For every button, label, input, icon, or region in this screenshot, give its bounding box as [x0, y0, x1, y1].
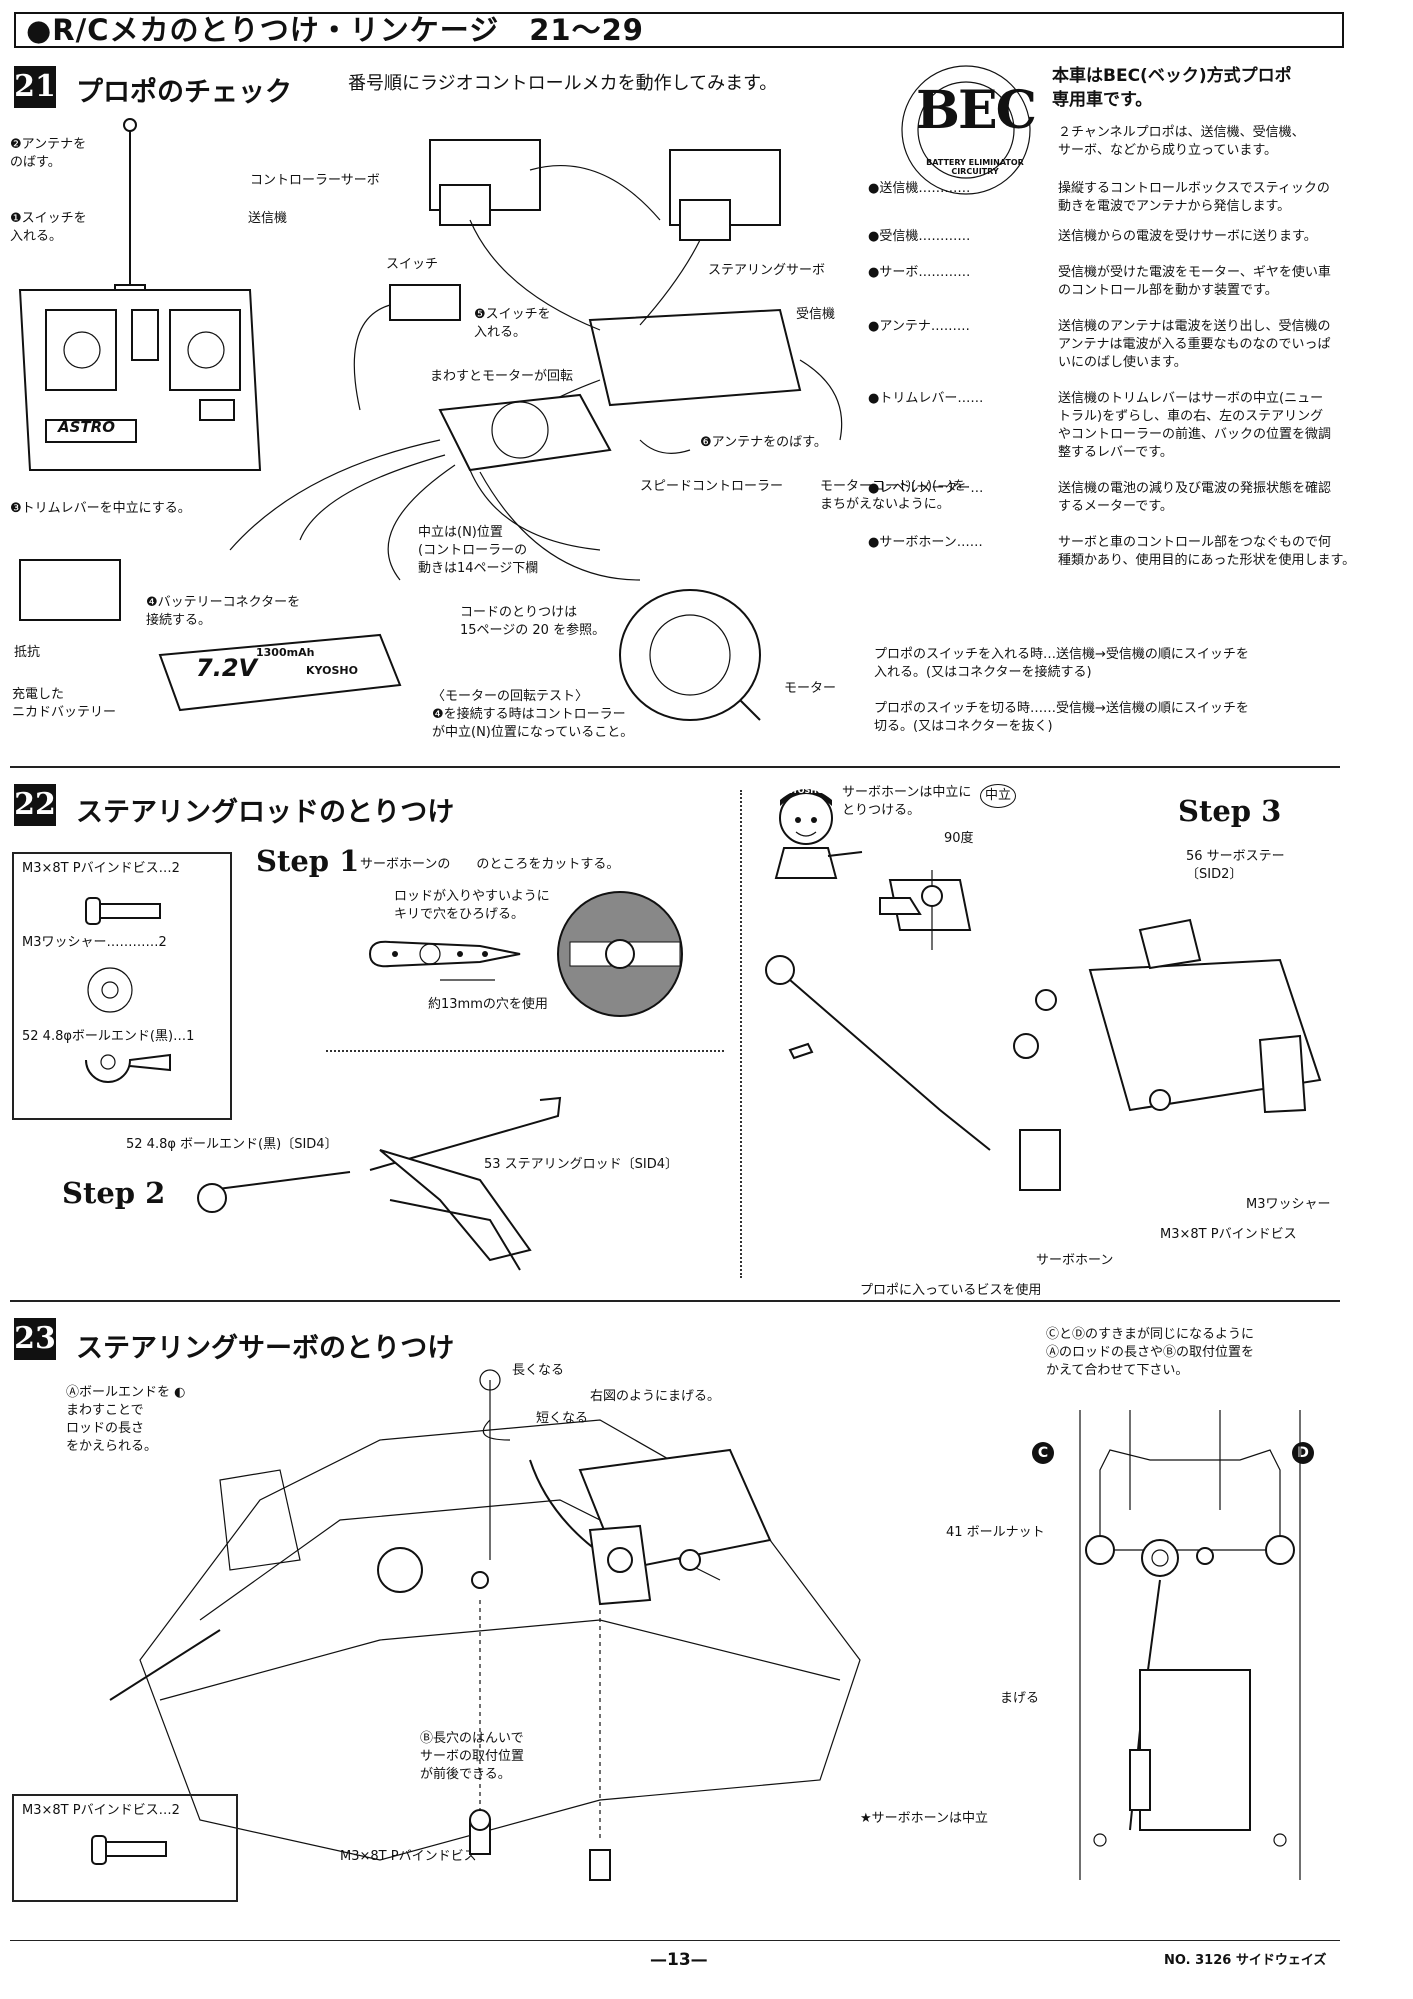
step3-mascot-note: サーボホーンは中立に とりつける。: [842, 785, 972, 818]
step3-horn-label: サーボホーン: [1036, 1253, 1114, 1268]
step3-washer-label: M3ワッシャー: [1246, 1197, 1331, 1212]
sec23-screw-label: M3×8T Pバインドビス: [340, 1849, 477, 1864]
label-switch: スイッチ: [386, 257, 439, 272]
battery-maker: KYOSHO: [306, 664, 358, 677]
mascot-cap-text: KYOSHO: [786, 786, 824, 795]
bec-item: ●受信機………… 送信機からの電波を受けサーボに送ります。: [868, 229, 1317, 244]
bec-desc: ２チャンネルプロポは、送信機、受信機、 サーボ、などから成り立っています。: [1058, 125, 1305, 158]
label-controller-servo: コントローラーサーボ: [250, 173, 380, 188]
step3-screw-label: M3×8T Pバインドビス: [1160, 1227, 1297, 1242]
parts-box-23: [12, 1794, 238, 1902]
marker-d: D: [1292, 1442, 1314, 1464]
step1-hole-note: 約13mmの穴を使用: [428, 997, 548, 1012]
step1-horn-illustration: [368, 891, 683, 1017]
step-divider-dots: [326, 1050, 724, 1052]
divider-22: [10, 1300, 1340, 1302]
bec-item-list: ●送信機………… 操縦するコントロールボックスでスティックの 動きを電波でアンテ…: [868, 180, 1408, 588]
label-battery-connect: ❹バッテリーコネクターを 接続する。: [146, 595, 301, 628]
label-receiver: 受信機: [796, 307, 836, 322]
battery-brand: 7.2V: [196, 654, 258, 682]
chassis-illustration: [109, 1369, 861, 1881]
label-transmitter: 送信機: [248, 211, 288, 226]
step1-label: Step 1: [256, 844, 360, 878]
bec-ring-text: BATTERY ELIMINATOR CIRCUITRY: [926, 158, 1024, 176]
parts-22-illustration: [85, 897, 171, 1083]
section-21-title: プロポのチェック: [76, 77, 292, 108]
vertical-divider-dots: [740, 790, 742, 1278]
bec-item: ●レベルメーター… 送信機の電池の減り及び電波の発振状態を確認 するメーターです…: [868, 481, 1332, 514]
header-title: ●R/Cメカのとりつけ・リンケージ 21～29: [26, 13, 644, 47]
step2-ballend-label: 52 4.8φ ボールエンド(黒)〔SID4〕: [126, 1137, 338, 1152]
switch-on-rule: プロポのスイッチを入れる時…送信機→受信機の順にスイッチを 入れる。(又はコネク…: [874, 647, 1249, 680]
part-label: M3ワッシャー…………2: [22, 935, 167, 950]
bec-logo-text: BEC: [916, 80, 1037, 141]
transmitter-illustration: [18, 118, 262, 471]
model-number: NO. 3126 サイドウェイズ: [1164, 1953, 1327, 1968]
battery-capacity: 1300mAh: [256, 646, 315, 659]
step2-rod-label: 53 ステアリングロッド〔SID4〕: [484, 1157, 679, 1172]
label-trim-neutral: ❸トリムレバーを中立にする。: [10, 501, 191, 516]
step2-pliers-illustration: [197, 1096, 562, 1271]
step1-widen-note: ロッドが入りやすいように キリで穴をひろげる。: [394, 889, 550, 922]
footer-rule: [10, 1940, 1340, 1941]
sec23-bend-note: 右図のようにまげる。: [590, 1389, 721, 1404]
sec23-topview-illustration: [1079, 1410, 1301, 1880]
label-antenna-extend-6: ❻アンテナをのばす。: [700, 435, 827, 450]
label-motor-cord: モーターコード(+)(−)を まちがえないように。: [820, 479, 967, 512]
bec-item: ●サーボホーン…… サーボと車のコントロール部をつなぐもので何 種類かあり、使用…: [868, 535, 1356, 568]
step3-servo-illustration: [765, 870, 1322, 1191]
marker-c: C: [1032, 1442, 1054, 1464]
bec-item: ●送信機………… 操縦するコントロールボックスでスティックの 動きを電波でアンテ…: [868, 181, 1330, 214]
step2-label: Step 2: [62, 1176, 166, 1210]
mascot-illustration: [774, 789, 863, 879]
section-23-title: ステアリングサーボのとりつけ: [76, 1333, 455, 1364]
step3-propo-screw-label: プロポに入っているビスを使用: [860, 1283, 1042, 1298]
label-speed-controller: スピードコントローラー: [640, 479, 784, 494]
label-motor-rotates: まわすとモーターが回転: [430, 369, 574, 384]
label-resistor: 抵抗: [14, 645, 41, 660]
sec23-ballnut-label: 41 ボールナット: [946, 1525, 1045, 1540]
label-cord-ref: コードのとりつけは 15ページの 20 を参照。: [460, 605, 606, 638]
header-frame: [14, 12, 1344, 48]
divider-21: [10, 766, 1340, 768]
step-number-21: 21: [14, 66, 56, 108]
step3-90deg: 90度: [944, 831, 974, 846]
sec23-bend2-label: まげる: [1000, 1691, 1040, 1706]
bec-item: ●アンテナ……… 送信機のアンテナは電波を送り出し、受信機の アンテナは電波が入…: [868, 319, 1331, 370]
section-22-title: ステアリングロッドのとりつけ: [76, 797, 455, 828]
transmitter-brand: ASTRO: [58, 418, 115, 436]
sec23-cd-note: ⒸとⒹのすきまが同じになるように Ⓐのロッドの長さやⒷの取付位置を かえて合わせ…: [1046, 1327, 1255, 1378]
sec23-horn-neutral: ★サーボホーンは中立: [860, 1811, 989, 1826]
step3-stay-label: 56 サーボステー 〔SID2〕: [1186, 849, 1285, 882]
bec-logo: [901, 65, 1031, 195]
label-switch-on: ❶スイッチを 入れる。: [10, 211, 87, 244]
part-label: M3×8T Pバインドビス…2: [22, 861, 180, 876]
sec23-parts-label: M3×8T Pバインドビス…2: [22, 1803, 180, 1818]
label-antenna-extend: ❷アンテナを のばす。: [10, 137, 87, 170]
label-motor-test: 〈モーターの回転テスト〉 ❹を接続する時はコントローラー が中立(N)位置になっ…: [432, 689, 634, 740]
part-label: 52 4.8φボールエンド(黒)…1: [22, 1029, 195, 1044]
step-number-23: 23: [14, 1318, 56, 1360]
step-number-22: 22: [14, 784, 56, 826]
sec23-b-note: Ⓑ長穴のはんいで サーボの取付位置 が前後できる。: [420, 1731, 525, 1782]
parts-box-22: [12, 852, 232, 1120]
sec23-longer: 長くなる: [512, 1363, 565, 1378]
section-21-intro: 番号順にラジオコントロールメカを動作してみます。: [348, 73, 778, 94]
page-number: —13—: [650, 1950, 708, 1970]
bec-title: 本車はBEC(ベック)方式プロポ 専用車です。: [1052, 66, 1292, 110]
sec23-screw-icon: [91, 1835, 167, 1865]
step1-cut-note: サーボホーンの のところをカットする。: [360, 857, 620, 872]
bec-item: ●トリムレバー…… 送信機のトリムレバーはサーボの中立(ニュー トラル)をずらし…: [868, 391, 1332, 460]
rc-system-illustration: [19, 139, 843, 721]
label-charged-battery: 充電した ニカドバッテリー: [12, 687, 117, 720]
label-steering-servo: ステアリングサーボ: [708, 263, 826, 278]
bec-item: ●サーボ………… 受信機が受けた電波をモーター、ギヤを使い車 のコントロール部を…: [868, 265, 1331, 298]
sec23-a-note: Ⓐボールエンドを ◐ まわすことで ロッドの長さ をかえられる。: [66, 1385, 186, 1454]
step3-neutral-badge: 中立: [980, 784, 1017, 808]
switch-off-rule: プロポのスイッチを切る時……受信機→送信機の順にスイッチを 切る。(又はコネクタ…: [874, 701, 1249, 734]
label-neutral-n: 中立は(N)位置 (コントローラーの 動きは14ページ下欄: [418, 525, 539, 576]
label-motor: モーター: [784, 681, 837, 696]
label-switch-on-5: ❺スイッチを 入れる。: [474, 307, 551, 340]
step3-label: Step 3: [1178, 794, 1282, 828]
